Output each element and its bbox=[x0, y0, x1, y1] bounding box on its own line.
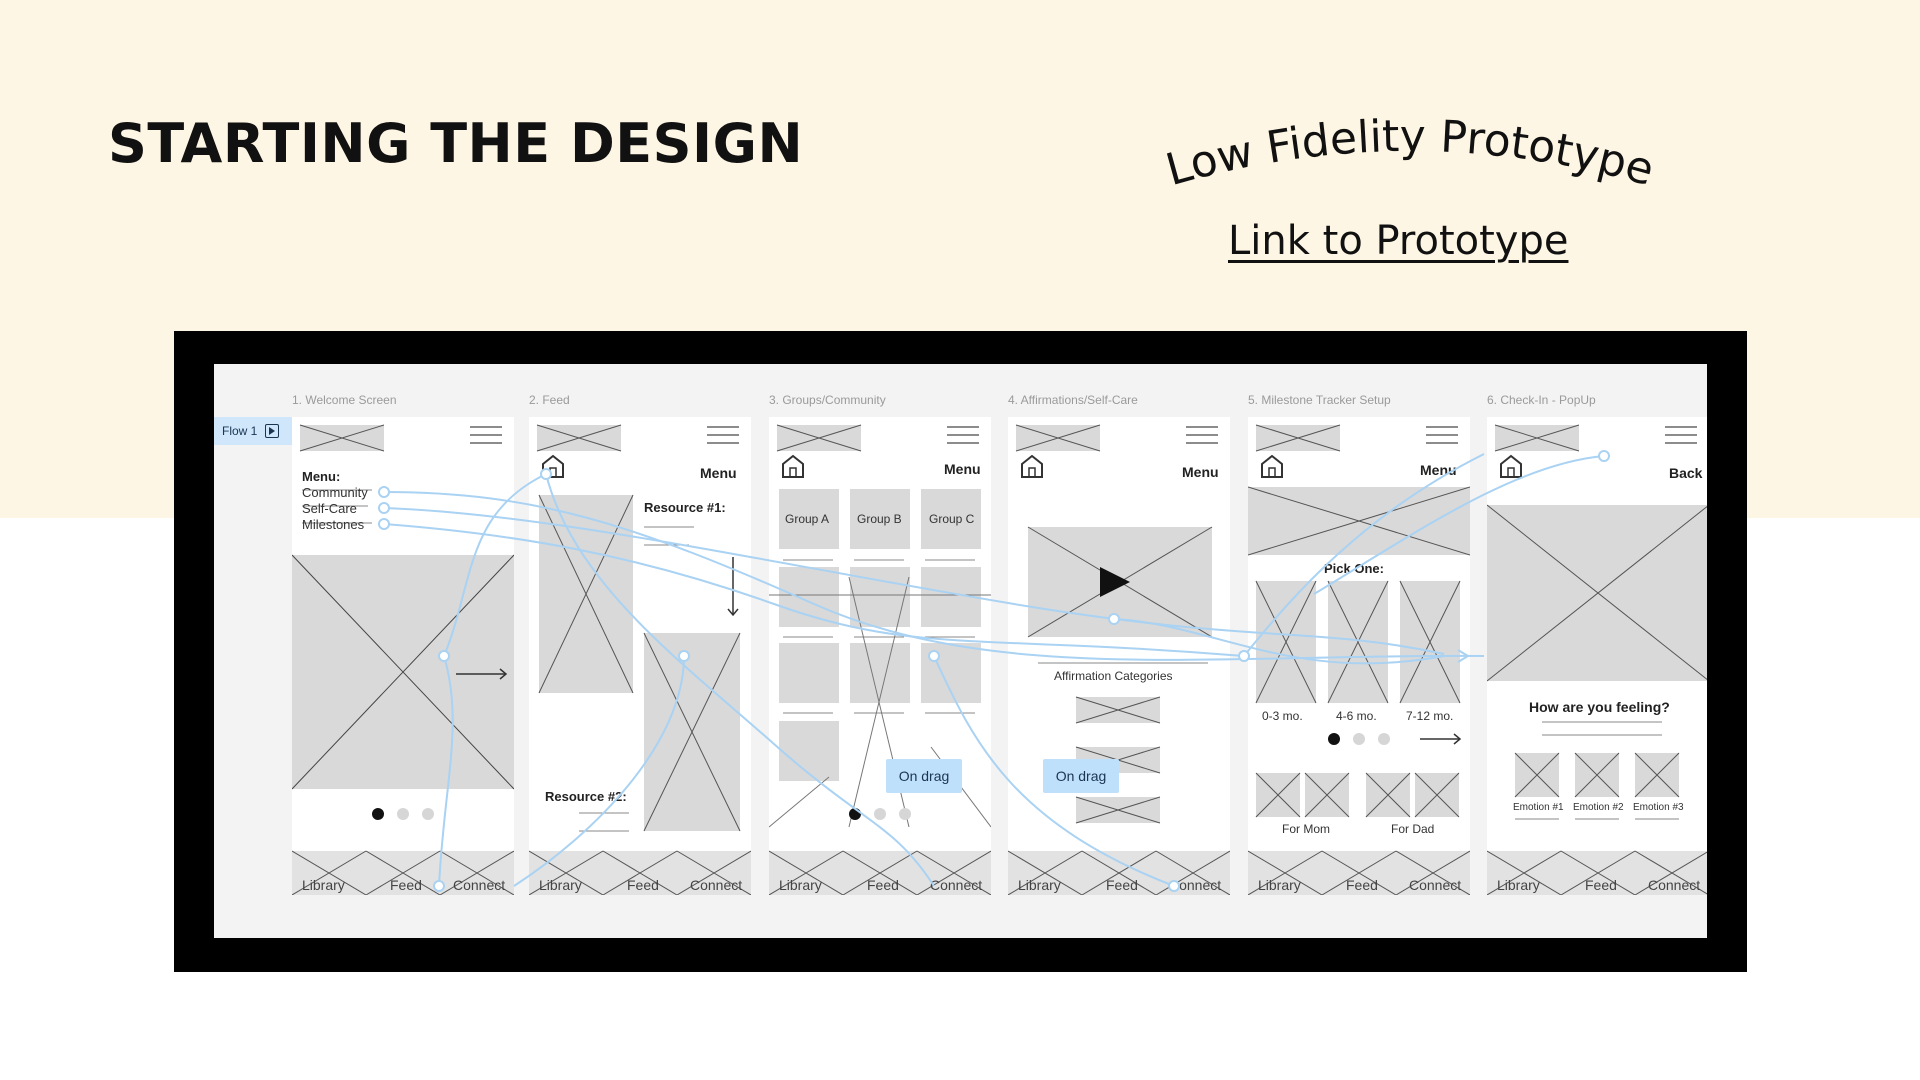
tab-library[interactable]: Library bbox=[302, 877, 345, 893]
checkin-screen: Back How are you feeling? Emotion #1 Emo… bbox=[1487, 417, 1707, 895]
tab-feed[interactable]: Feed bbox=[1106, 877, 1138, 893]
menu-item-community[interactable]: Community bbox=[302, 485, 368, 500]
milestone-screen: Menu Pick One: 0-3 mo. 4-6 mo. 7-12 mo. … bbox=[1248, 417, 1470, 895]
age-7-12-label[interactable]: 7-12 mo. bbox=[1406, 709, 1454, 723]
flow-tag[interactable]: Flow 1 bbox=[214, 417, 292, 445]
groups-screen: Menu Group A Group B Group C On drag Lib… bbox=[769, 417, 991, 895]
tab-connect[interactable]: Connect bbox=[930, 877, 983, 893]
svg-text:Low Fidelity Prototype: Low Fidelity Prototype bbox=[1161, 111, 1660, 196]
tab-connect[interactable]: Connect bbox=[1169, 877, 1222, 893]
group-a-label[interactable]: Group A bbox=[785, 512, 830, 526]
welcome-screen: Menu: Community Self-Care Milestones Lib… bbox=[292, 417, 514, 895]
for-mom-label[interactable]: For Mom bbox=[1282, 822, 1330, 836]
prototype-link[interactable]: Link to Prototype bbox=[1228, 218, 1569, 264]
wireframe-canvas: Flow 1 1. Welcome Screen 2. Feed 3. Grou… bbox=[214, 364, 1707, 938]
affirmation-categories-label: Affirmation Categories bbox=[1054, 669, 1173, 683]
slide-title: STARTING THE DESIGN bbox=[108, 112, 804, 175]
tab-feed[interactable]: Feed bbox=[867, 877, 899, 893]
screen-label-milestone: 5. Milestone Tracker Setup bbox=[1248, 393, 1391, 407]
tab-library[interactable]: Library bbox=[1258, 877, 1301, 893]
welcome-menu-heading: Menu: bbox=[302, 469, 341, 484]
resource-1-label: Resource #1: bbox=[644, 500, 726, 515]
tab-feed[interactable]: Feed bbox=[390, 877, 422, 893]
milestone-menu-label[interactable]: Menu bbox=[1420, 462, 1457, 478]
tab-feed[interactable]: Feed bbox=[1346, 877, 1378, 893]
feeling-question: How are you feeling? bbox=[1529, 699, 1670, 715]
tab-connect[interactable]: Connect bbox=[690, 877, 743, 893]
group-b-label[interactable]: Group B bbox=[857, 512, 902, 526]
prototype-frame: Flow 1 1. Welcome Screen 2. Feed 3. Grou… bbox=[174, 331, 1747, 972]
affirmations-screen: Menu Affirmation Categories On drag Libr… bbox=[1008, 417, 1230, 895]
pick-one-label: Pick One: bbox=[1324, 561, 1384, 576]
affirmations-wireframe bbox=[1008, 424, 1230, 895]
tab-connect[interactable]: Connect bbox=[1409, 877, 1462, 893]
age-0-3-label[interactable]: 0-3 mo. bbox=[1262, 709, 1303, 723]
feed-menu-label[interactable]: Menu bbox=[700, 465, 737, 481]
subtitle-arc: Low Fidelity Prototype bbox=[1140, 100, 1680, 210]
tab-library[interactable]: Library bbox=[1497, 877, 1540, 893]
tab-connect[interactable]: Connect bbox=[1648, 877, 1701, 893]
screen-label-welcome: 1. Welcome Screen bbox=[292, 393, 397, 407]
tab-library[interactable]: Library bbox=[539, 877, 582, 893]
feed-screen: Menu Resource #1: Resource #2: Library F… bbox=[529, 417, 751, 895]
screen-label-groups: 3. Groups/Community bbox=[769, 393, 886, 407]
age-4-6-label[interactable]: 4-6 mo. bbox=[1336, 709, 1377, 723]
tab-library[interactable]: Library bbox=[1018, 877, 1061, 893]
menu-item-milestones[interactable]: Milestones bbox=[302, 517, 365, 532]
screen-label-feed: 2. Feed bbox=[529, 393, 570, 407]
play-icon[interactable] bbox=[265, 424, 280, 438]
resource-2-label: Resource #2: bbox=[545, 789, 627, 804]
checkin-wireframe bbox=[1487, 424, 1707, 895]
group-c-label[interactable]: Group C bbox=[929, 512, 975, 526]
emotion-3-label[interactable]: Emotion #3 bbox=[1633, 802, 1684, 813]
on-drag-badge: On drag bbox=[886, 759, 962, 793]
tab-feed[interactable]: Feed bbox=[627, 877, 659, 893]
tab-connect[interactable]: Connect bbox=[453, 877, 506, 893]
screen-label-affirmations: 4. Affirmations/Self-Care bbox=[1008, 393, 1138, 407]
emotion-1-label[interactable]: Emotion #1 bbox=[1513, 802, 1564, 813]
affirmations-menu-label[interactable]: Menu bbox=[1182, 464, 1219, 480]
emotion-2-label[interactable]: Emotion #2 bbox=[1573, 802, 1624, 813]
screen-label-checkin: 6. Check-In - PopUp bbox=[1487, 393, 1596, 407]
tab-library[interactable]: Library bbox=[779, 877, 822, 893]
tab-feed[interactable]: Feed bbox=[1585, 877, 1617, 893]
on-drag-badge: On drag bbox=[1043, 759, 1119, 793]
groups-menu-label[interactable]: Menu bbox=[944, 461, 981, 477]
groups-wireframe bbox=[769, 424, 991, 895]
slide-subtitle: Low Fidelity Prototype bbox=[1161, 111, 1660, 196]
menu-item-self-care[interactable]: Self-Care bbox=[302, 501, 357, 516]
for-dad-label[interactable]: For Dad bbox=[1391, 822, 1435, 836]
feed-wireframe bbox=[529, 424, 751, 895]
back-button[interactable]: Back bbox=[1669, 465, 1703, 481]
flow-tag-label: Flow 1 bbox=[222, 424, 258, 438]
